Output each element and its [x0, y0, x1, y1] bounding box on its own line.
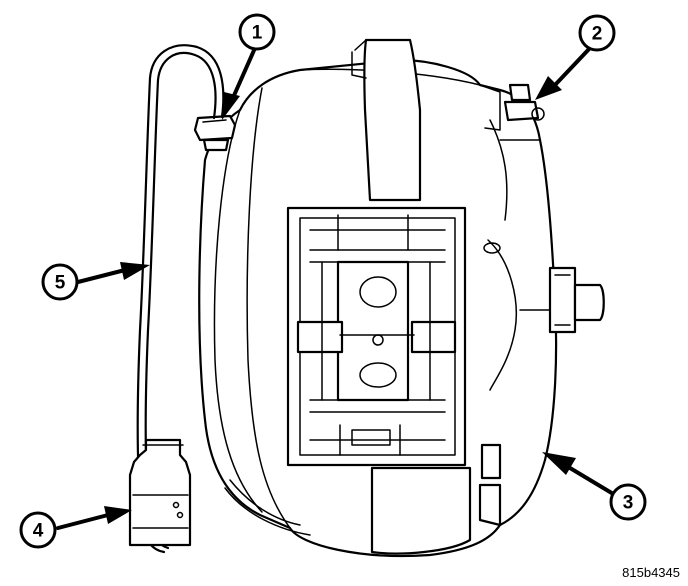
mounting-bolt	[548, 266, 605, 334]
callout-4: 4	[19, 511, 57, 549]
figure-id: 815b4345	[622, 565, 680, 580]
pad-window	[286, 206, 467, 467]
callout-5: 5	[41, 263, 79, 301]
callout-4-label: 4	[33, 521, 44, 542]
callout-1-label: 1	[252, 23, 263, 44]
callout-5-label: 5	[55, 273, 66, 294]
bleed-bottle	[128, 438, 192, 547]
callout-2: 2	[578, 14, 616, 52]
callout-leaders	[56, 46, 617, 530]
callout-3-label: 3	[623, 493, 634, 514]
bleeder-screw-right	[503, 83, 545, 122]
bleeder-screw-left	[193, 114, 237, 152]
callout-3: 3	[609, 483, 647, 521]
callout-2-label: 2	[592, 24, 603, 45]
callout-1: 1	[238, 13, 276, 51]
